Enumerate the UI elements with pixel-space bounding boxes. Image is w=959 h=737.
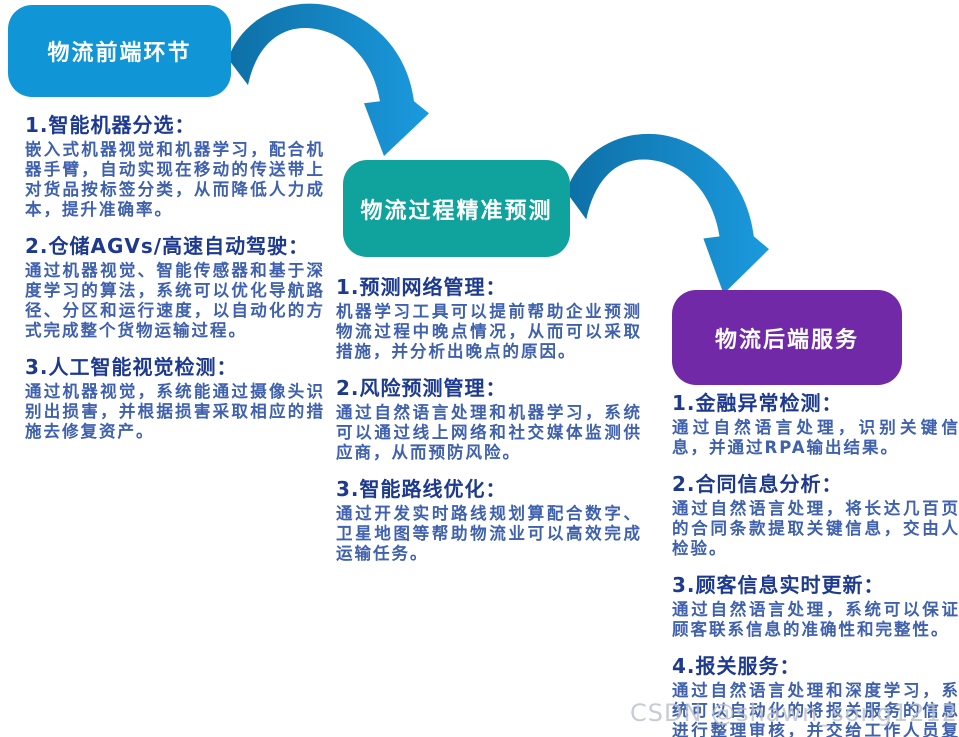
stage-title-front-end: 物流前端环节 (47, 41, 192, 66)
stage-front-end-list: 1.智能机器分选： 嵌入式机器视觉和机器学习，配合机器手臂，自动实现在移动的传送… (25, 112, 325, 455)
item-body: 嵌入式机器视觉和机器学习，配合机器手臂，自动实现在移动的传送带上对货品按标签分类… (25, 140, 325, 219)
list-item: 2.合同信息分析： 通过自然语言处理，将长达几百页的合同条款提取关键信息，交由人… (672, 471, 959, 559)
item-body: 机器学习工具可以提前帮助企业预测物流过程中晚点情况，从而可以采取措施，并分析出晚… (336, 302, 642, 361)
item-heading: 2.合同信息分析： (672, 472, 843, 496)
list-item: 3.智能路线优化： 通过开发实时路线规划算配合数字、卫星地图等帮助物流业可以高效… (336, 476, 642, 564)
item-body: 通过自然语言处理和机器学习，系统可以通过线上网络和社交媒体监测供应商，从而预防风… (336, 403, 642, 462)
watermark: CSDN @shawn_song1212 (629, 699, 958, 727)
item-body: 通过机器视觉、智能传感器和基于深度学习的算法，系统可以优化导航路径、分区和运行速… (25, 261, 325, 340)
list-item: 1.智能机器分选： 嵌入式机器视觉和机器学习，配合机器手臂，自动实现在移动的传送… (25, 112, 325, 220)
item-heading: 3.智能路线优化： (336, 477, 507, 501)
stage-title-backend: 物流后端服务 (714, 327, 859, 353)
list-item: 4.报关服务： 通过自然语言处理和深度学习，系统可以自动化的将报关服务的信息进行… (672, 653, 959, 737)
item-body: 通过自然语言处理，系统可以保证顾客联系信息的准确性和完整性。 (672, 600, 959, 639)
curved-arrow-front-to-process-icon (228, 3, 429, 156)
item-heading: 1.金融异常检测： (672, 391, 843, 415)
list-item: 3.顾客信息实时更新： 通过自然语言处理，系统可以保证顾客联系信息的准确性和完整… (672, 572, 959, 640)
item-body: 通过自然语言处理，将长达几百页的合同条款提取关键信息，交由人检验。 (672, 499, 959, 558)
item-heading: 3.顾客信息实时更新： (672, 573, 885, 597)
list-item: 2.风险预测管理： 通过自然语言处理和机器学习，系统可以通过线上网络和社交媒体监… (336, 375, 642, 463)
stage-box-backend: 物流后端服务 (672, 290, 902, 385)
item-heading: 2.风险预测管理： (336, 376, 507, 400)
list-item: 3.人工智能视觉检测： 通过机器视觉，系统能通过摄像头识别出损害，并根据损害采取… (25, 354, 325, 442)
stage-title-process: 物流过程精准预测 (360, 198, 553, 224)
stage-box-process: 物流过程精准预测 (343, 160, 570, 257)
list-item: 2.仓储AGVs/高速自动驾驶： 通过机器视觉、智能传感器和基于深度学习的算法，… (25, 233, 325, 341)
list-item: 1.金融异常检测： 通过自然语言处理，识别关键信息，并通过RPA输出结果。 (672, 390, 959, 458)
stage-backend-list: 1.金融异常检测： 通过自然语言处理，识别关键信息，并通过RPA输出结果。 2.… (672, 390, 959, 737)
item-body: 通过开发实时路线规划算配合数字、卫星地图等帮助物流业可以高效完成运输任务。 (336, 504, 642, 563)
item-heading: 1.智能机器分选： (25, 113, 196, 137)
item-heading: 1.预测网络管理： (336, 275, 507, 299)
curved-arrow-process-to-backend-icon (566, 133, 769, 294)
item-body: 通过自然语言处理，识别关键信息，并通过RPA输出结果。 (672, 418, 959, 457)
stage-process-list: 1.预测网络管理： 机器学习工具可以提前帮助企业预测物流过程中晚点情况，从而可以… (336, 274, 642, 577)
item-heading: 2.仓储AGVs/高速自动驾驶： (25, 234, 310, 258)
item-heading: 4.报关服务： (672, 654, 801, 678)
item-body: 通过机器视觉，系统能通过摄像头识别出损害，并根据损害采取相应的措施去修复资产。 (25, 382, 325, 441)
list-item: 1.预测网络管理： 机器学习工具可以提前帮助企业预测物流过程中晚点情况，从而可以… (336, 274, 642, 362)
item-heading: 3.人工智能视觉检测： (25, 355, 238, 379)
item-body: 通过自然语言处理和深度学习，系统可以自动化的将报关服务的信息进行整理审核，并交给… (672, 681, 959, 737)
stage-box-front-end: 物流前端环节 (8, 5, 231, 97)
